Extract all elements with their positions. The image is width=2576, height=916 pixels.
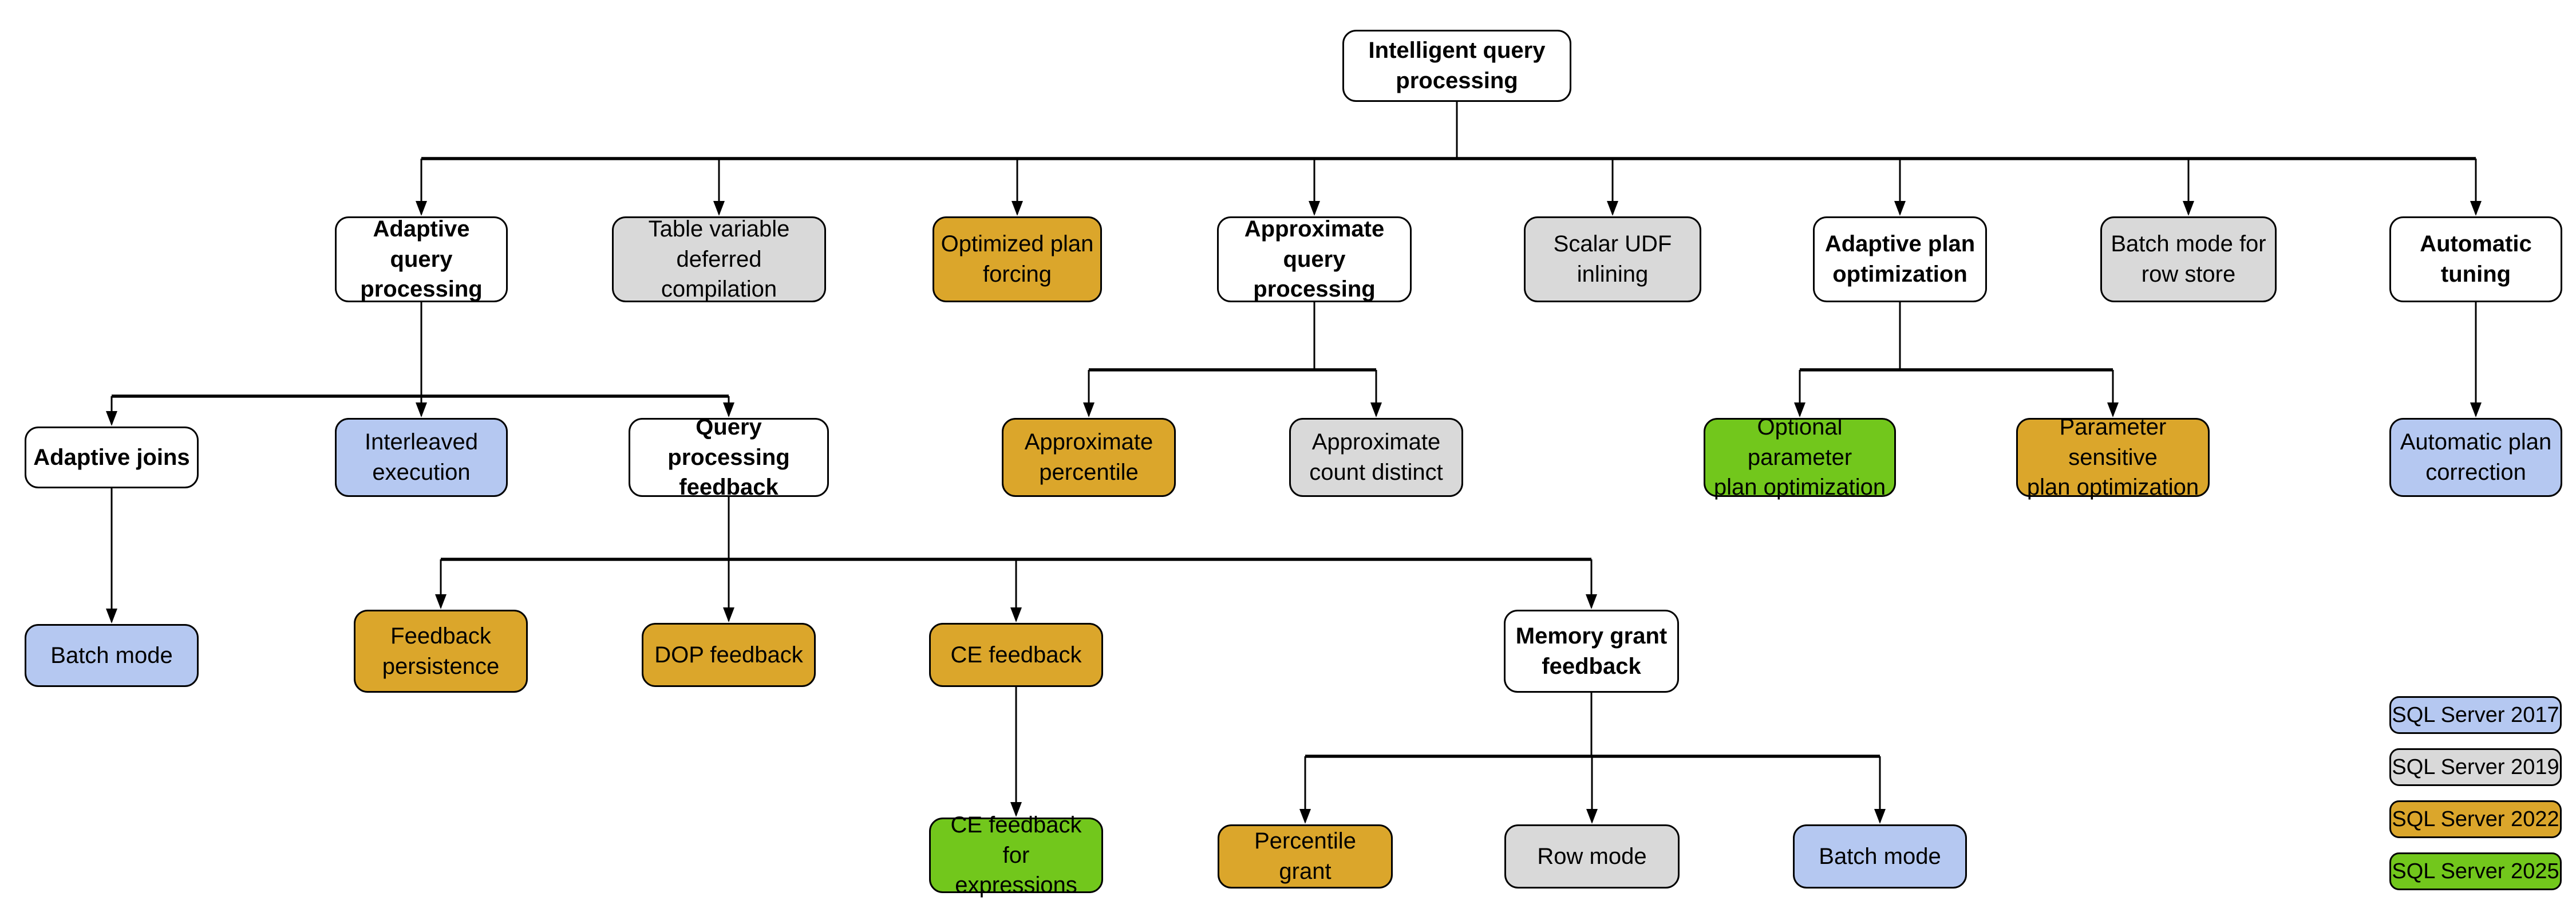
node-label-line: Adaptive query [373, 216, 470, 272]
node-label-line: Approximate [1244, 216, 1385, 242]
node-label-line: deferred compilation [661, 246, 777, 302]
node-label-line: Query processing [667, 414, 790, 470]
node-label-line: Adaptive joins [33, 444, 190, 470]
legend-item-2019: SQL Server 2019 [2389, 748, 2562, 786]
node-intelligent-query-processing: Intelligent query processing [1342, 30, 1571, 102]
node-label-line: execution [372, 460, 471, 485]
node-automatic-tuning: Automatic tuning [2389, 216, 2562, 302]
node-label-line: processing [360, 277, 483, 302]
node-label-line: tuning [2440, 262, 2511, 287]
node-label-line: Approximate [1311, 429, 1441, 455]
node-approximate-query-processing: Approximate query processing [1217, 216, 1412, 302]
node-label-line: Scalar UDF [1553, 231, 1672, 257]
node-approximate-percentile: Approximate percentile [1002, 418, 1176, 497]
node-query-processing-feedback: Query processing feedback [629, 414, 829, 500]
node-adaptive-plan-optimization: Adaptive plan optimization [1813, 216, 1987, 302]
node-dop-feedback: DOP feedback [642, 623, 816, 687]
node-label-line: Row mode [1537, 843, 1647, 869]
node-label-line: Parameter sensitive [2059, 414, 2167, 470]
node-label-line: Memory grant [1515, 623, 1668, 649]
node-optional-parameter-plan-optimization: Optional parameter plan optimization [1704, 414, 1896, 500]
node-label-line: DOP feedback [654, 642, 803, 668]
node-feedback-persistence: Feedback persistence [354, 610, 528, 693]
node-label-line: feedback [1542, 653, 1641, 679]
node-label-line: percentile [1039, 460, 1139, 485]
node-automatic-plan-correction: Automatic plan correction [2389, 418, 2562, 497]
node-label-line: Batch mode for [2111, 231, 2266, 257]
node-label-line: Interleaved [365, 429, 478, 455]
node-label-line: plan optimization [2026, 475, 2199, 500]
node-parameter-sensitive-plan-optimization: Parameter sensitive plan optimization [2016, 414, 2210, 500]
node-scalar-udf-inlining: Scalar UDF inlining [1524, 216, 1701, 302]
node-label-line: plan optimization [1713, 475, 1886, 500]
node-ce-feedback: CE feedback [929, 623, 1103, 687]
node-label-line: persistence [382, 653, 500, 679]
node-label-line: Adaptive plan [1824, 231, 1976, 257]
node-label-line: Approximate [1024, 429, 1153, 455]
node-label-line: expressions [955, 872, 1077, 898]
node-adaptive-query-processing: Adaptive query processing [335, 216, 508, 302]
node-table-variable-deferred-compilation: Table variable deferred compilation [612, 216, 826, 302]
node-interleaved-execution: Interleaved execution [335, 418, 508, 497]
node-label-line: Optimized plan [941, 231, 1094, 257]
node-adaptive-joins: Adaptive joins [25, 427, 199, 488]
legend-item-2017: SQL Server 2017 [2389, 696, 2562, 734]
node-label-line: CE feedback [950, 642, 1082, 668]
node-label-line: Batch mode [50, 642, 173, 668]
node-optimized-plan-forcing: Optimized plan forcing [933, 216, 1102, 302]
node-label-line: optimization [1832, 262, 1967, 287]
node-ce-feedback-for-expressions: CE feedback for expressions [929, 812, 1103, 898]
node-label-line: Intelligent query [1368, 38, 1546, 64]
node-label-line: CE feedback for [950, 812, 1082, 868]
node-label-line: Automatic plan [2400, 429, 2552, 455]
node-label-line: Feedback [390, 623, 491, 649]
node-label-line: inlining [1577, 262, 1649, 287]
node-batch-mode-for-row-store: Batch mode for row store [2100, 216, 2277, 302]
legend-item-2025: SQL Server 2025 [2389, 852, 2562, 890]
node-label-line: Percentile grant [1254, 828, 1356, 884]
legend-item-2022: SQL Server 2022 [2389, 800, 2562, 838]
node-percentile-grant: Percentile grant [1218, 824, 1393, 889]
node-label-line: processing [1396, 68, 1518, 93]
node-label-line: Batch mode [1819, 843, 1941, 869]
node-label-line: feedback [679, 475, 779, 500]
node-label-line: Automatic [2420, 231, 2532, 257]
node-label-line: query processing [1253, 246, 1376, 302]
node-batch-mode-adaptive-joins: Batch mode [25, 624, 199, 687]
node-label-line: forcing [982, 262, 1052, 287]
node-label-line: count distinct [1309, 460, 1443, 485]
node-label-line: Table variable [648, 216, 790, 242]
node-approximate-count-distinct: Approximate count distinct [1289, 418, 1463, 497]
node-label-line: row store [2141, 262, 2236, 287]
node-label-line: correction [2425, 460, 2526, 485]
node-row-mode: Row mode [1504, 824, 1680, 889]
node-memory-grant-feedback: Memory grant feedback [1504, 610, 1679, 693]
node-label-line: Optional parameter [1747, 414, 1852, 470]
node-batch-mode-memory-grant: Batch mode [1793, 824, 1967, 889]
